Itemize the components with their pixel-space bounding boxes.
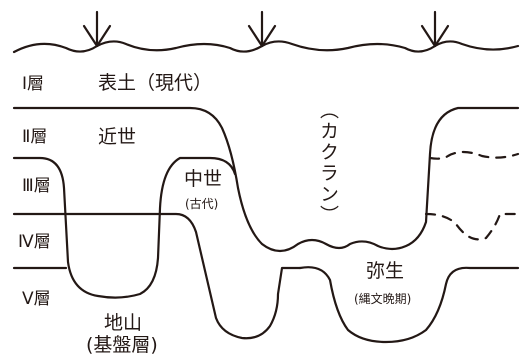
layer-label-4: Ⅳ層 bbox=[18, 232, 51, 252]
bedrock-label: 地山 bbox=[104, 312, 143, 334]
layer-label-2: Ⅱ層 bbox=[22, 127, 48, 147]
ground-surface-line bbox=[12, 40, 520, 54]
disturbance-pit-outline bbox=[12, 106, 520, 253]
ancient-label: (古代) bbox=[185, 197, 219, 211]
layer-label-3: Ⅲ層 bbox=[22, 176, 51, 196]
arrow-icon bbox=[82, 10, 112, 48]
disturbance-label: （カクラン） bbox=[317, 100, 339, 226]
layer-label-1: Ⅰ層 bbox=[22, 74, 45, 94]
yayoi-label: 弥生 bbox=[366, 260, 405, 282]
dashed-layer4-right bbox=[424, 212, 520, 241]
arrow-icon bbox=[420, 10, 450, 48]
yayoi-pit-outline bbox=[298, 266, 520, 344]
medieval-label: 中世 bbox=[184, 168, 223, 190]
bedrock-sub-label: (基盤層) bbox=[86, 334, 158, 356]
medieval-pit-outline bbox=[12, 212, 302, 340]
layer-label-5: Ⅴ層 bbox=[22, 289, 51, 309]
layer3-boundary-left bbox=[12, 156, 237, 299]
dashed-layer3-right bbox=[428, 150, 520, 160]
jomon-late-label: (縄文晩期) bbox=[354, 292, 412, 306]
arrow-icon bbox=[247, 10, 277, 48]
topsoil-label: 表土（現代） bbox=[98, 72, 213, 94]
early-modern-label: 近世 bbox=[98, 126, 137, 148]
